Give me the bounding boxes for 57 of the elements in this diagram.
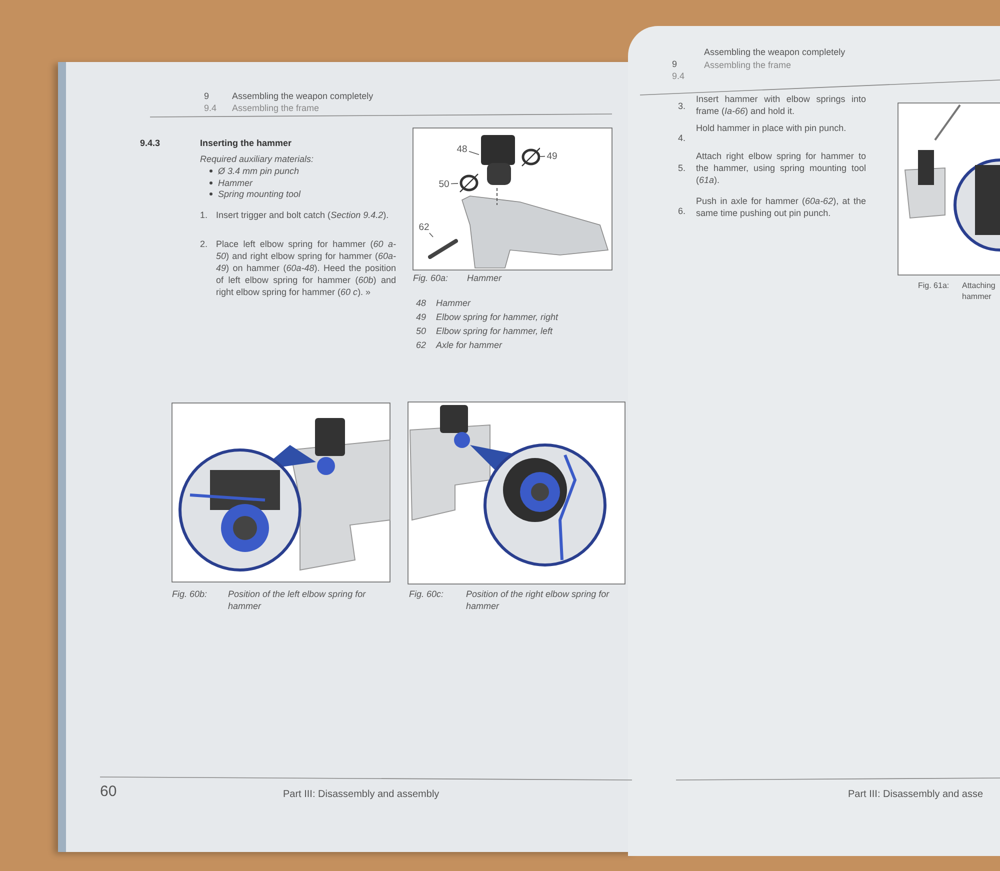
footer-text: Part III: Disassembly and assembly [283, 788, 440, 802]
step-text: Attach right elbow spring for hammer to the hammer, using spring mounting tool (61a). [696, 150, 866, 186]
part-number: 49 [416, 311, 428, 323]
step-number: 3. [678, 100, 687, 112]
chapter-title: Assembling the weapon completely [704, 46, 846, 58]
list-item: Ø 3.4 mm pin punch [218, 165, 300, 177]
step-number: 1. [200, 209, 209, 221]
part-name: Axle for hammer [436, 339, 504, 351]
section-number: 9.4 [204, 102, 218, 114]
page-number: 60 [100, 782, 118, 802]
figure-number: Fig. 60c: [409, 588, 445, 600]
chapter-number: 9 [672, 58, 678, 70]
step-text: Insert hammer with elbow springs into frame (Ia-66) and hold it. [696, 93, 866, 117]
elbow-spring-drawing [458, 172, 480, 194]
callout-number: 49 [545, 150, 559, 162]
hammer-drawing [479, 135, 517, 187]
part-name: Elbow spring for hammer, right [436, 311, 560, 323]
axle-drawing [428, 237, 458, 259]
step-number: 6. [678, 205, 687, 217]
footer-text: Part III: Disassembly and asse [848, 788, 984, 802]
step-text: Push in axle for hammer (60a-62), at the same time pushing out pin punch. [696, 195, 866, 219]
callout-number: 62 [417, 221, 431, 233]
figure-number: Fig. 60a: [413, 272, 450, 284]
part-number: 62 [416, 339, 428, 351]
leader-line [450, 183, 458, 184]
part-number: 48 [416, 297, 428, 309]
figure-caption: Hammer [467, 272, 503, 284]
chapter-number: 9 [204, 90, 210, 102]
part-number: 50 [416, 325, 428, 337]
step-number: 5. [678, 162, 687, 174]
materials-heading: Required auxiliary materials: [200, 153, 315, 165]
section-title: Assembling the frame [704, 59, 792, 71]
step-text: Place left elbow spring for hammer (60 a- 50) and right elbow spring for hammer (60a-49) on hammer (60a-48). Heed the position of left elbow spring for hammer (60b) and right elbow spring for hammer (60 c). » [216, 238, 396, 298]
section-title: Assembling the frame [232, 102, 320, 114]
part-name: Elbow spring for hammer, left [436, 325, 554, 337]
list-item: Hammer [218, 177, 254, 189]
figure-caption: Position of the left elbow spring for hammer [228, 588, 367, 612]
elbow-spring-drawing [520, 146, 540, 168]
chapter-title: Assembling the weapon completely [232, 90, 374, 102]
step-number: 2. [200, 238, 209, 250]
step-number: 4. [678, 132, 687, 144]
callout-number: 50 [437, 178, 451, 190]
part-name: Hammer [436, 297, 472, 309]
step-text: Insert trigger and bolt catch (Section 9.4.2). [216, 209, 390, 221]
figure-caption: Attaching hammer [962, 280, 996, 302]
figure-caption: Position of the right elbow spring for hammer [466, 588, 610, 612]
leader-line [540, 156, 546, 157]
list-item: Spring mounting tool [218, 188, 302, 200]
leader-line [429, 232, 434, 238]
section-number: 9.4 [672, 70, 686, 82]
subsection-title: Inserting the hammer [200, 137, 293, 149]
figure-number: Fig. 61a: [918, 280, 950, 291]
subsection-number: 9.4.3 [140, 137, 162, 149]
figure-number: Fig. 60b: [172, 588, 208, 600]
callout-number: 48 [455, 143, 469, 155]
step-text: Hold hammer in place with pin punch. [696, 122, 848, 134]
leader-line [468, 150, 480, 156]
